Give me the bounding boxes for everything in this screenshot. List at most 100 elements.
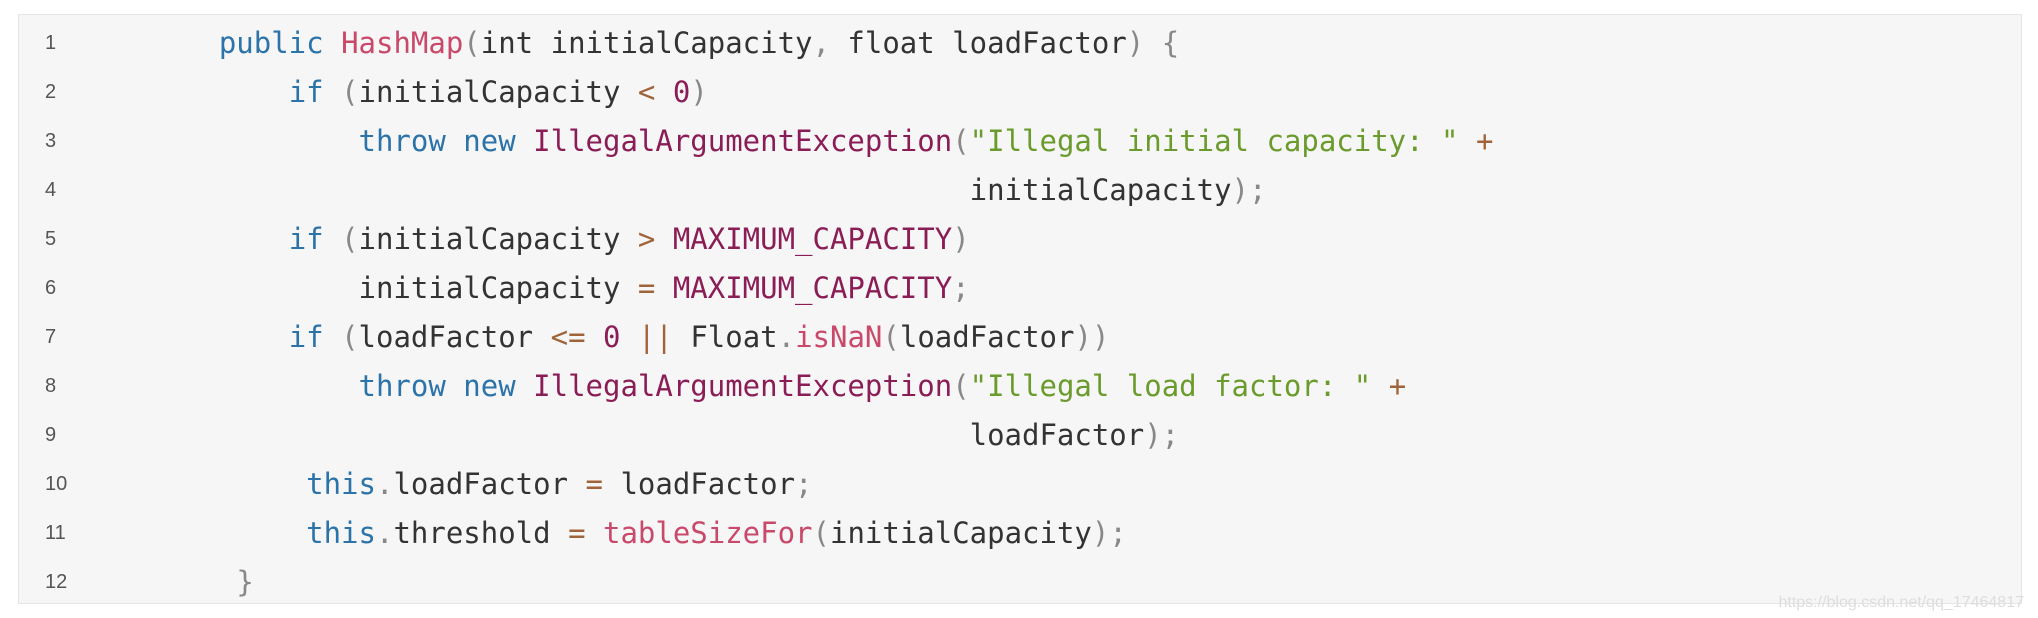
code-token: IllegalArgumentException: [533, 369, 953, 403]
code-token: this: [306, 467, 376, 501]
code-token: int initialCapacity: [480, 26, 813, 60]
code-text: this.loadFactor = loadFactor;: [149, 460, 813, 509]
code-token: [620, 320, 637, 354]
code-text: loadFactor);: [149, 411, 1180, 460]
code-token: [149, 418, 970, 452]
code-token: ;: [952, 271, 970, 305]
code-token: "Illegal initial capacity: ": [969, 124, 1459, 158]
code-line: 11 this.threshold = tableSizeFor(initial…: [19, 509, 2021, 558]
code-text: initialCapacity = MAXIMUM_CAPACITY;: [149, 264, 970, 313]
code-token: "Illegal load factor: ": [969, 369, 1372, 403]
code-token: ): [690, 75, 708, 109]
line-number: 12: [45, 571, 68, 593]
code-line: 3 throw new IllegalArgumentException("Il…: [19, 117, 2021, 166]
code-token: (: [812, 516, 830, 550]
code-token: throw: [358, 124, 446, 158]
code-token: .: [777, 320, 796, 354]
code-token: );: [1231, 173, 1267, 207]
code-line: 1 public HashMap(int initialCapacity, fl…: [19, 19, 2021, 68]
code-token: [655, 75, 672, 109]
code-token: initialCapacity: [969, 173, 1232, 207]
code-token: (: [952, 369, 970, 403]
code-token: );: [1144, 418, 1180, 452]
code-token: ;: [795, 467, 813, 501]
code-token: +: [1388, 369, 1407, 403]
watermark: https://blog.csdn.net/qq_17464817: [1778, 594, 2024, 611]
code-token: [149, 516, 306, 550]
code-token: [149, 124, 359, 158]
code-line: 9 loadFactor);: [19, 411, 2021, 460]
code-token: [1144, 26, 1161, 60]
code-token: [324, 75, 341, 109]
code-token: [516, 369, 533, 403]
code-text: if (initialCapacity > MAXIMUM_CAPACITY): [149, 215, 970, 264]
code-token: MAXIMUM_CAPACITY: [672, 271, 953, 305]
code-token: if: [288, 75, 324, 109]
code-token: loadFactor: [602, 467, 796, 501]
code-token: [655, 222, 672, 256]
code-token: this: [306, 516, 376, 550]
code-token: new: [463, 369, 516, 403]
code-token: .: [375, 516, 394, 550]
code-token: initialCapacity: [358, 222, 638, 256]
code-token: [149, 320, 289, 354]
code-token: threshold: [393, 516, 569, 550]
code-text: }: [149, 558, 254, 607]
code-token: loadFactor: [899, 320, 1075, 354]
code-token: MAXIMUM_CAPACITY: [672, 222, 953, 256]
code-token: [586, 320, 603, 354]
code-token: [655, 271, 672, 305]
code-token: [149, 75, 289, 109]
code-token: new: [463, 124, 516, 158]
code-token: <=: [550, 320, 586, 354]
line-number: 2: [45, 81, 57, 103]
code-token: =: [585, 467, 603, 501]
code-line: 7 if (loadFactor <= 0 || Float.isNaN(loa…: [19, 313, 2021, 362]
code-token: loadFactor: [969, 418, 1145, 452]
code-token: [149, 369, 359, 403]
code-token: [149, 173, 970, 207]
code-token: [149, 565, 236, 599]
code-token: 0: [603, 320, 621, 354]
code-token: (: [463, 26, 481, 60]
code-text: this.threshold = tableSizeFor(initialCap…: [149, 509, 1127, 558]
code-text: if (initialCapacity < 0): [149, 68, 708, 117]
code-token: (: [882, 320, 900, 354]
code-text: if (loadFactor <= 0 || Float.isNaN(loadF…: [149, 313, 1110, 362]
code-token: [446, 124, 463, 158]
code-token: initialCapacity: [829, 516, 1092, 550]
code-token: ): [952, 222, 970, 256]
line-number: 10: [45, 473, 68, 495]
code-token: [149, 222, 289, 256]
code-token: (: [341, 75, 359, 109]
code-line: 5 if (initialCapacity > MAXIMUM_CAPACITY…: [19, 215, 2021, 264]
code-text: throw new IllegalArgumentException("Ille…: [149, 362, 1407, 411]
code-token: ||: [637, 320, 673, 354]
code-token: tableSizeFor: [603, 516, 813, 550]
code-line: 2 if (initialCapacity < 0): [19, 68, 2021, 117]
line-number: 11: [45, 522, 66, 544]
code-token: public: [218, 26, 324, 60]
code-line: 10 this.loadFactor = loadFactor;: [19, 460, 2021, 509]
line-number: 6: [45, 277, 57, 299]
code-token: );: [1091, 516, 1127, 550]
code-token: >: [637, 222, 656, 256]
code-token: ,: [812, 26, 830, 60]
code-token: =: [637, 271, 656, 305]
code-token: [324, 26, 341, 60]
code-token: .: [375, 467, 394, 501]
code-token: [149, 26, 219, 60]
code-token: IllegalArgumentException: [533, 124, 953, 158]
code-token: loadFactor: [393, 467, 586, 501]
code-token: {: [1161, 26, 1180, 60]
line-number: 9: [45, 424, 57, 446]
line-number: 4: [45, 179, 57, 201]
code-token: }: [236, 565, 254, 599]
code-token: ): [1126, 26, 1145, 60]
code-token: [324, 320, 341, 354]
code-token: isNaN: [795, 320, 883, 354]
line-number: 7: [45, 326, 57, 348]
code-text: initialCapacity);: [149, 166, 1267, 215]
code-token: initialCapacity: [358, 271, 638, 305]
code-token: )): [1074, 320, 1110, 354]
